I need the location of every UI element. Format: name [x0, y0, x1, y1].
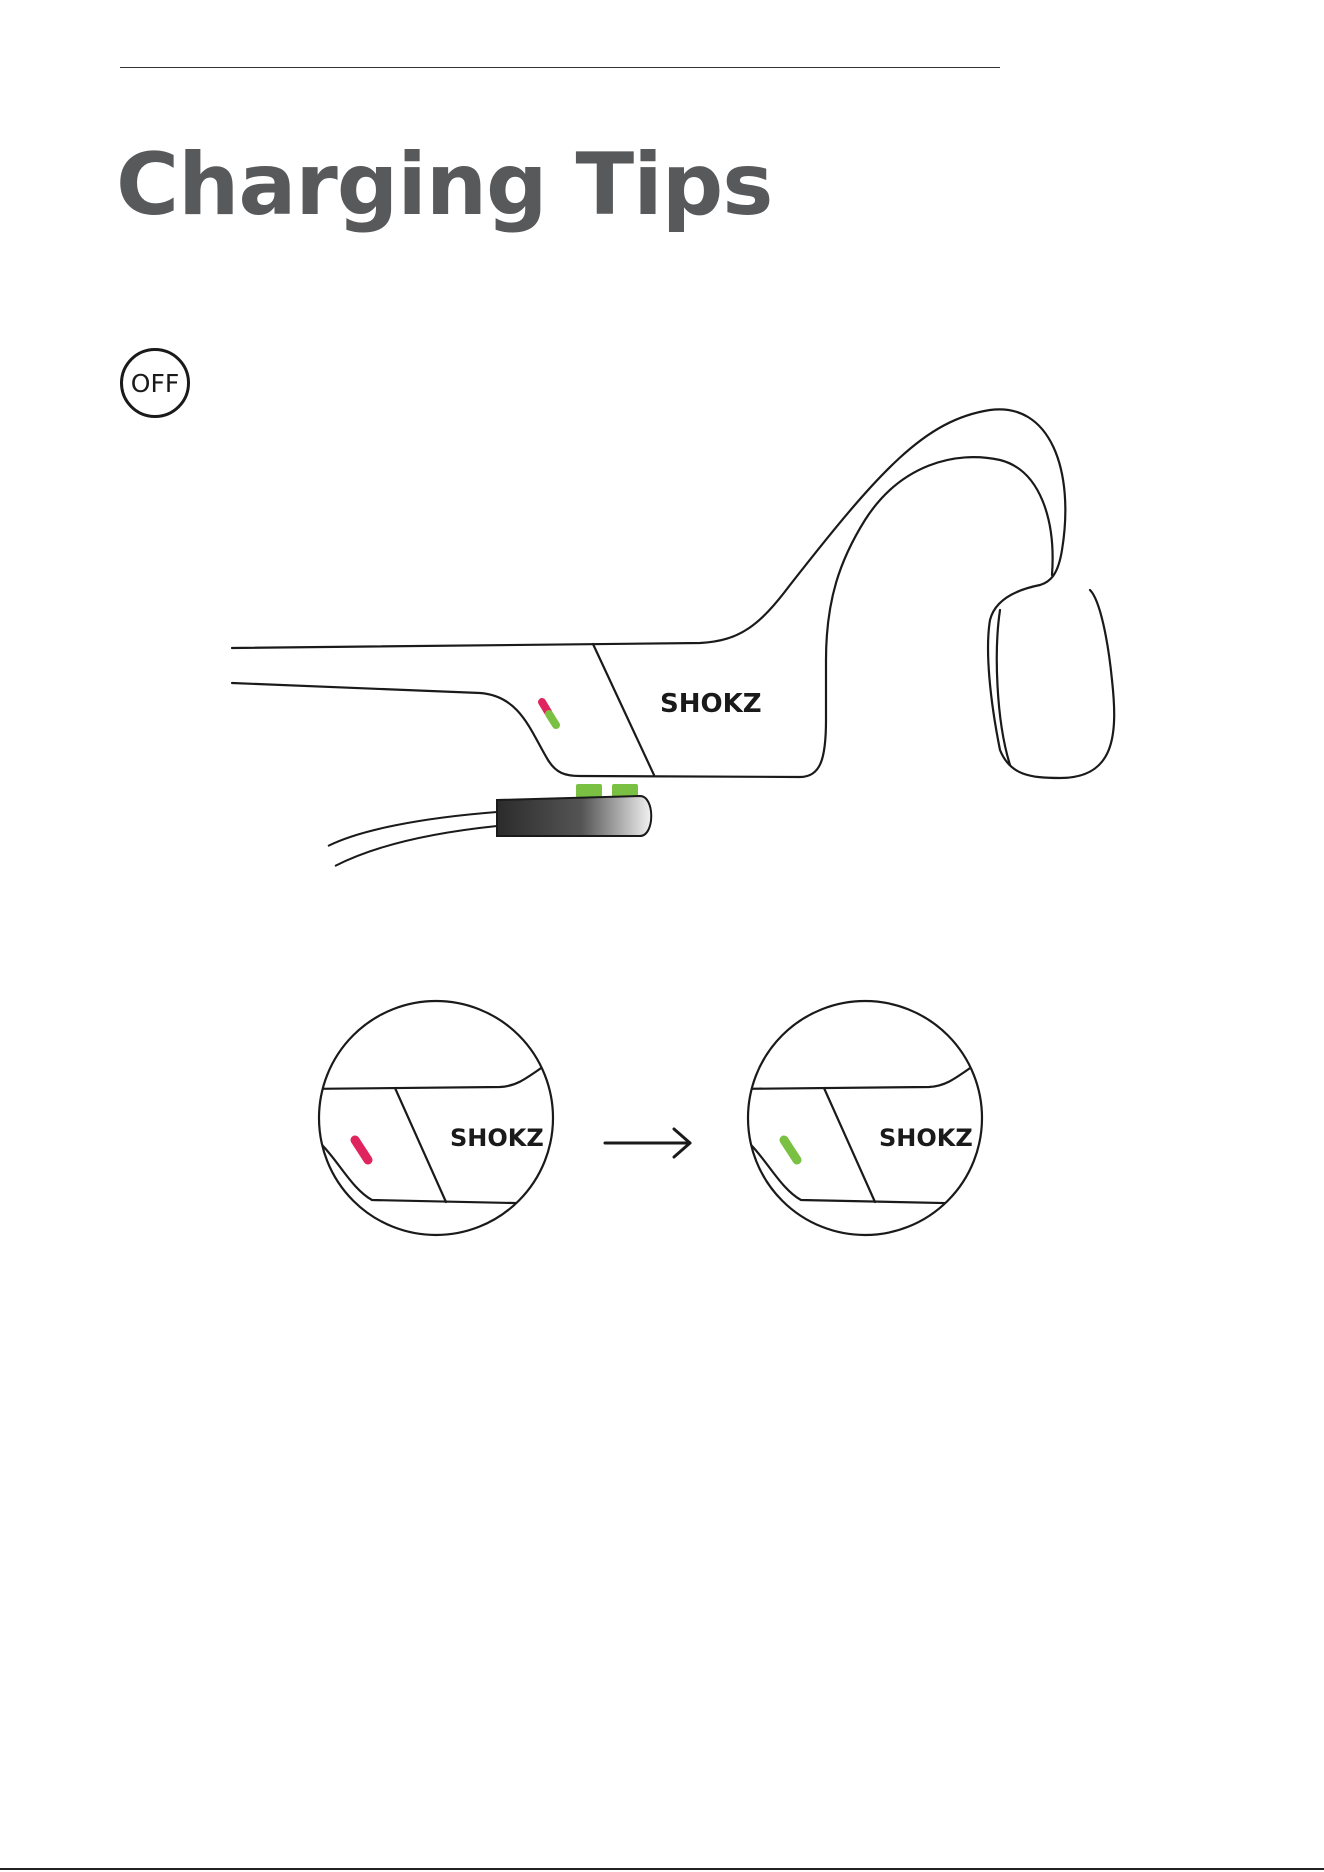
- brand-logo: SHOKZ: [450, 1124, 544, 1152]
- brand-logo: SHOKZ: [660, 689, 762, 719]
- led-indicator-red: [355, 1140, 368, 1160]
- detail-charged: SHOKZ: [729, 1001, 989, 1235]
- detail-charging: SHOKZ: [300, 1001, 560, 1235]
- headset-illustration: [232, 409, 1114, 778]
- arrow-right-icon: [605, 1129, 690, 1157]
- led-indicator-green: [784, 1140, 797, 1160]
- brand-logo: SHOKZ: [879, 1124, 973, 1152]
- magnetic-charging-cable: [328, 784, 651, 866]
- charging-pin: [576, 784, 602, 798]
- bottom-divider: [0, 1868, 1324, 1870]
- led-indicator: [542, 702, 556, 725]
